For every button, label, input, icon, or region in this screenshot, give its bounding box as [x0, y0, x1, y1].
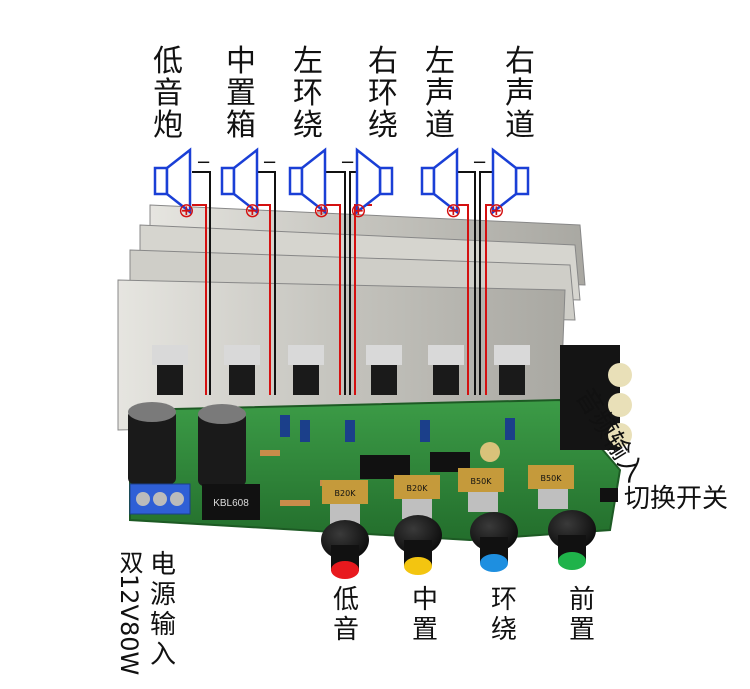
speaker-label-subwoofer: 低音炮 — [153, 44, 183, 143]
plus-sign: ⊕ — [488, 198, 505, 222]
power-label-spec: 双12V80W — [115, 550, 143, 676]
minus-sign: − — [196, 152, 211, 173]
plus-sign: ⊕ — [244, 198, 261, 222]
knob-center[interactable]: B20K — [394, 475, 442, 575]
knob-bass[interactable]: B20K — [321, 480, 369, 579]
pot-marking: B20K — [407, 484, 429, 493]
minus-sign: − — [262, 152, 277, 173]
power-transistors — [152, 345, 530, 395]
speaker-label-surround-left: 左环绕 — [293, 44, 323, 143]
speaker-label-surround-right: 右环绕 — [368, 44, 398, 143]
speaker-icon-right-channel — [491, 147, 530, 215]
power-terminal — [129, 483, 191, 515]
knob-label-center: 中置 — [411, 585, 438, 645]
knob-surround[interactable]: B50K — [458, 468, 518, 572]
knob-label-surround: 环绕 — [490, 585, 517, 645]
pot-marking: B50K — [471, 477, 493, 486]
heatsink — [117, 204, 586, 431]
speaker-icon-left-channel — [420, 147, 459, 215]
bridge-marking: KBL608 — [213, 498, 249, 509]
plus-sign: ⊕ — [350, 198, 367, 222]
knob-label-front: 前置 — [568, 585, 595, 645]
rca-input-jacks — [560, 345, 632, 450]
speaker-icon-surround-left — [288, 147, 327, 215]
speaker-icon-surround-right — [355, 147, 394, 215]
plus-sign: ⊕ — [178, 198, 195, 222]
knob-label-bass: 低音 — [332, 585, 359, 645]
minus-sign: − — [472, 152, 487, 173]
plus-sign: ⊕ — [445, 198, 462, 222]
knob-front[interactable]: B50K — [528, 465, 596, 570]
minus-sign: − — [340, 152, 355, 173]
speaker-label-center: 中置箱 — [226, 44, 256, 143]
speaker-label-right-channel: 右声道 — [505, 44, 535, 143]
speaker-label-left-channel: 左声道 — [425, 44, 455, 143]
switch-label: 切换开关 — [624, 484, 729, 514]
pot-marking: B50K — [541, 474, 563, 483]
speaker-icon-subwoofer — [153, 147, 192, 215]
switch-toggle[interactable] — [600, 488, 618, 502]
pcb-components — [260, 415, 515, 506]
speaker-icon-center — [220, 147, 259, 215]
plus-sign: ⊕ — [313, 198, 330, 222]
filter-capacitors — [128, 402, 246, 486]
power-label-input: 电源输入 — [149, 550, 176, 670]
bridge-rectifier: KBL608 — [202, 484, 260, 520]
pot-marking: B20K — [335, 489, 357, 498]
